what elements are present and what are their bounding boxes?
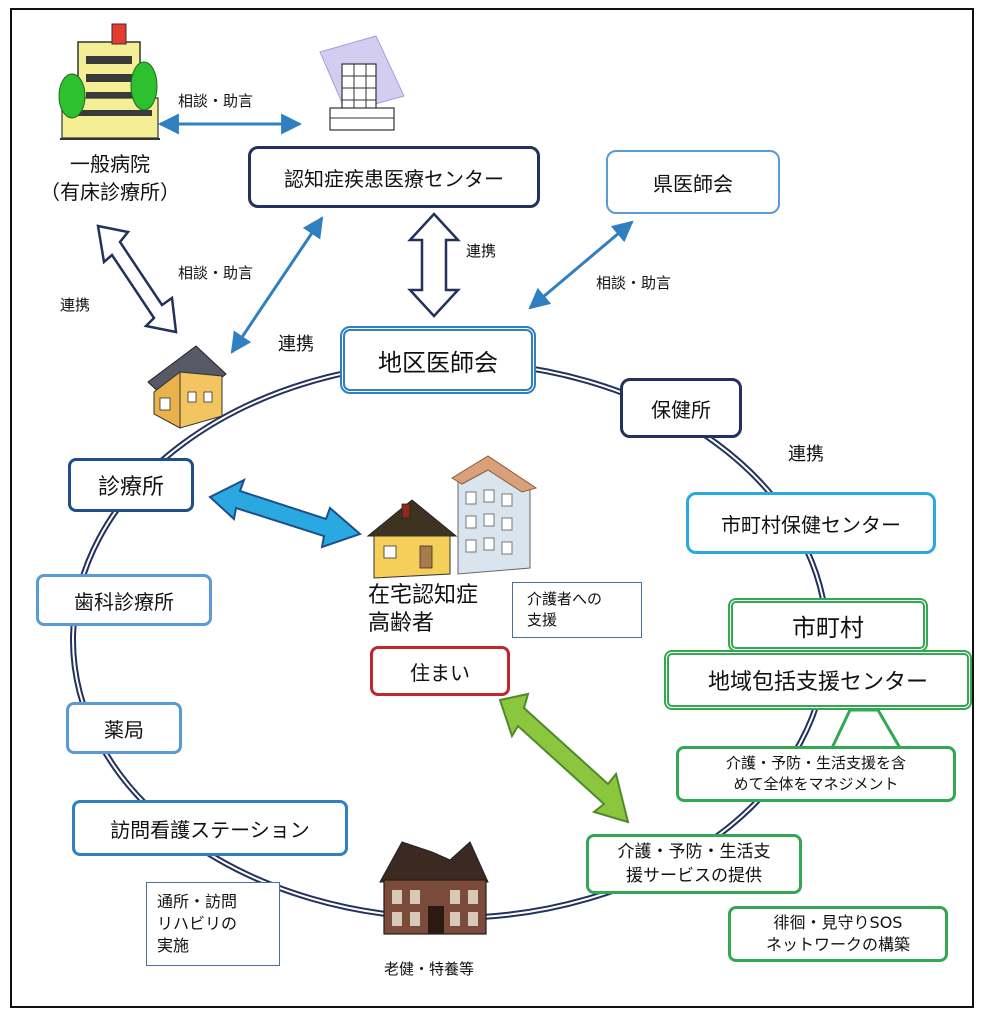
community-support-center-label: 地域包括支援センター (707, 670, 928, 695)
home-elderly-label: 在宅認知症 高齢者 (368, 583, 479, 636)
service-provision-box: 介護・予防・生活支 援サービスの提供 (586, 834, 802, 894)
visiting-nurse-box: 訪問看護ステーション (72, 800, 348, 856)
dental-clinic-label: 歯科診療所 (74, 589, 174, 614)
municipality-box: 市町村 (728, 598, 928, 652)
pharmacy-box: 薬局 (66, 702, 182, 754)
service-provision-label: 介護・予防・生活支 援サービスの提供 (617, 842, 771, 886)
dental-clinic-box: 歯科診療所 (36, 574, 212, 626)
prefectural-medical-assoc-box: 県医師会 (606, 150, 780, 214)
nursing-home-icon (379, 841, 489, 935)
home-services-arrow (498, 692, 630, 824)
hospital-building-icon (58, 23, 160, 140)
house-icon (147, 345, 227, 429)
visiting-nurse-label: 訪問看護ステーション (110, 817, 310, 842)
management-connector (829, 708, 903, 750)
consult-label-3: 相談・助言 (596, 274, 672, 292)
clinic-label: 診療所 (97, 475, 164, 500)
pharmacy-label: 薬局 (104, 717, 144, 742)
cooperate-arrow-center-district (407, 212, 461, 318)
dementia-center-label: 認知症疾患医療センター (284, 166, 504, 191)
consult-arrow-center-clinic (230, 216, 324, 354)
cooperate-arrow-hospital-clinic (96, 224, 178, 334)
residence-label: 住まい (410, 660, 470, 685)
sos-network-label: 徘徊・見守りSOS ネットワークの構築 (765, 913, 910, 954)
prefectural-medical-assoc-label: 県医師会 (653, 171, 733, 196)
diagram-frame (10, 8, 974, 1008)
clinic-box: 診療所 (68, 458, 194, 512)
municipality-label: 市町村 (792, 613, 864, 642)
cooperate-label-4: 連携 (788, 444, 824, 465)
cooperate-label-3: 連携 (278, 334, 314, 355)
health-center-box: 保健所 (620, 378, 742, 438)
health-center-label: 保健所 (651, 397, 711, 422)
management-box: 介護・予防・生活支援を含 めて全体をマネジメント (676, 746, 956, 802)
home-and-apartment-icon (366, 455, 538, 579)
cooperate-label-1: 連携 (60, 296, 91, 314)
caregiver-support-label: 介護者への 支援 (527, 590, 603, 629)
day-rehab-box: 通所・訪問 リハビリの 実施 (146, 882, 280, 966)
municipal-health-center-label: 市町村保健センター (721, 512, 901, 537)
municipal-health-center-box: 市町村保健センター (686, 492, 936, 554)
general-hospital-label: 一般病院 （有床診療所） (40, 152, 180, 204)
consult-arrow-prefectural-district (528, 220, 634, 310)
sos-network-box: 徘徊・見守りSOS ネットワークの構築 (728, 906, 948, 962)
district-medical-assoc-label: 地区医師会 (378, 348, 498, 377)
clinic-home-arrow (208, 477, 362, 549)
residence-box: 住まい (370, 646, 510, 696)
consult-label-1: 相談・助言 (178, 92, 254, 110)
consult-label-2: 相談・助言 (178, 264, 254, 282)
management-label: 介護・予防・生活支援を含 めて全体をマネジメント (725, 754, 906, 793)
medical-center-building-icon (319, 35, 405, 131)
caregiver-support-box: 介護者への 支援 (512, 582, 642, 638)
district-medical-assoc-box: 地区医師会 (340, 326, 536, 394)
care-facility-label: 老健・特養等 (384, 960, 475, 978)
day-rehab-label: 通所・訪問 リハビリの 実施 (157, 892, 238, 955)
dementia-center-box: 認知症疾患医療センター (248, 146, 540, 208)
cooperate-label-2: 連携 (466, 242, 497, 260)
community-support-center-box: 地域包括支援センター (664, 650, 972, 710)
